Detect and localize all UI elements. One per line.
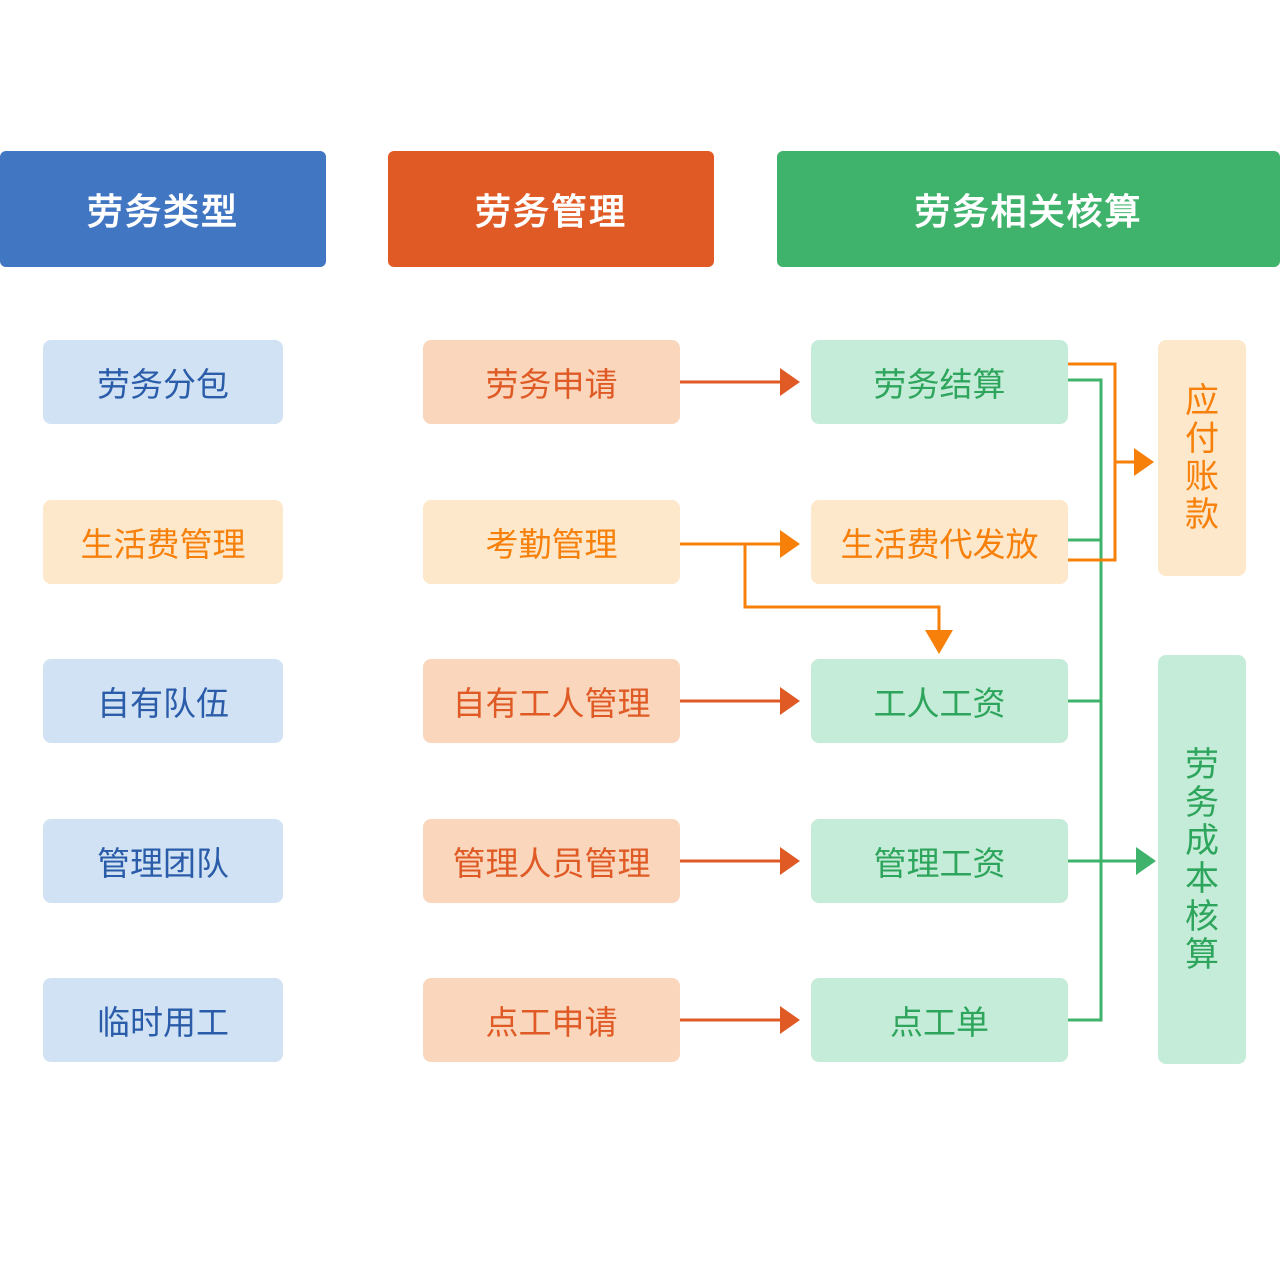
management-node-label: 自有工人管理 bbox=[452, 684, 651, 723]
management-node: 劳务申请 bbox=[423, 340, 680, 424]
management-node: 自有工人管理 bbox=[423, 659, 680, 743]
type-node: 自有队伍 bbox=[43, 659, 283, 743]
arrowhead-right-icon bbox=[1134, 448, 1154, 476]
header-labor-types: 劳务类型 bbox=[0, 151, 326, 267]
header-labor-accounting-label: 劳务相关核算 bbox=[914, 192, 1143, 233]
type-node-label: 劳务分包 bbox=[97, 365, 229, 404]
management-node: 管理人员管理 bbox=[423, 819, 680, 903]
header-labor-management-label: 劳务管理 bbox=[474, 192, 627, 233]
accounting-node: 生活费代发放 bbox=[811, 500, 1068, 584]
management-node: 点工申请 bbox=[423, 978, 680, 1062]
accounting-node-label: 劳务结算 bbox=[873, 365, 1006, 404]
trunk-line bbox=[1068, 378, 1103, 1022]
labor-cost-char: 算 bbox=[1185, 934, 1219, 975]
accounts-payable-char: 款 bbox=[1185, 495, 1219, 535]
arrowhead-right-icon bbox=[780, 1006, 800, 1034]
type-node: 生活费管理 bbox=[43, 500, 283, 584]
management-node: 考勤管理 bbox=[423, 500, 680, 584]
arrowhead-right-icon bbox=[1136, 847, 1156, 875]
accounts-payable-char: 账 bbox=[1185, 457, 1219, 497]
management-arrowheads bbox=[780, 368, 800, 1034]
accounts-payable-char: 付 bbox=[1185, 419, 1219, 459]
type-node-label: 管理团队 bbox=[97, 844, 229, 883]
accounting-node: 工人工资 bbox=[811, 659, 1068, 743]
type-node-label: 自有队伍 bbox=[97, 684, 229, 723]
accounting-node-label: 点工单 bbox=[890, 1003, 989, 1042]
management-node-label: 考勤管理 bbox=[485, 525, 618, 564]
type-node: 管理团队 bbox=[43, 819, 283, 903]
cost-trunk bbox=[1068, 378, 1140, 1022]
labor-cost-char: 本 bbox=[1185, 858, 1219, 899]
type-node-label: 临时用工 bbox=[97, 1003, 229, 1042]
management-arrows bbox=[680, 380, 784, 1022]
arrowhead-right-icon bbox=[780, 687, 800, 715]
accounts-payable-node: 应 付 账 款 bbox=[1158, 340, 1246, 576]
header-labor-accounting: 劳务相关核算 bbox=[777, 151, 1280, 267]
type-node: 劳务分包 bbox=[43, 340, 283, 424]
management-node-label: 点工申请 bbox=[485, 1003, 618, 1042]
payable-bracket bbox=[1068, 362, 1140, 562]
accounting-node-label: 工人工资 bbox=[873, 684, 1006, 723]
accounting-node: 管理工资 bbox=[811, 819, 1068, 903]
labor-cost-char: 务 bbox=[1185, 782, 1219, 823]
accounting-node-label: 生活费代发放 bbox=[840, 525, 1039, 564]
accounting-node: 劳务结算 bbox=[811, 340, 1068, 424]
accounting-node-label: 管理工资 bbox=[873, 844, 1006, 883]
header-labor-management: 劳务管理 bbox=[388, 151, 714, 267]
arrowhead-right-icon bbox=[780, 368, 800, 396]
arrowhead-down-icon bbox=[925, 630, 953, 654]
type-node: 临时用工 bbox=[43, 978, 283, 1062]
management-node-label: 管理人员管理 bbox=[452, 844, 651, 883]
accounts-payable-char: 应 bbox=[1185, 381, 1219, 421]
arrowhead-right-icon bbox=[780, 847, 800, 875]
accounting-node: 点工单 bbox=[811, 978, 1068, 1062]
bracket-line bbox=[1068, 362, 1117, 562]
header-labor-types-label: 劳务类型 bbox=[86, 192, 239, 233]
type-node-label: 生活费管理 bbox=[80, 525, 246, 564]
arrowhead-right-icon bbox=[780, 530, 800, 558]
labor-cost-char: 成 bbox=[1185, 820, 1219, 861]
labor-cost-accounting-node: 劳 务 成 本 核 算 bbox=[1158, 655, 1246, 1064]
labor-cost-char: 核 bbox=[1185, 896, 1219, 937]
management-node-label: 劳务申请 bbox=[485, 365, 618, 404]
labor-cost-char: 劳 bbox=[1185, 744, 1219, 785]
